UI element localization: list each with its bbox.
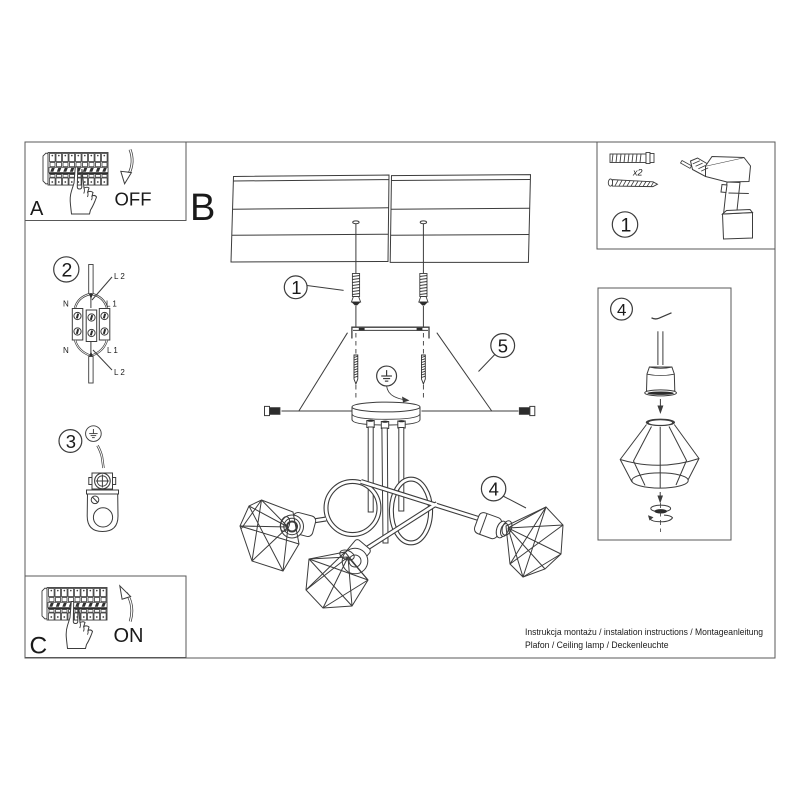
- svg-text:L 2: L 2: [114, 272, 125, 281]
- svg-text:OFF: OFF: [115, 189, 152, 210]
- svg-text:L 1: L 1: [106, 300, 117, 309]
- svg-text:2: 2: [62, 260, 73, 282]
- svg-text:ON: ON: [114, 625, 144, 647]
- svg-text:C: C: [30, 633, 48, 660]
- svg-text:4: 4: [489, 479, 499, 500]
- svg-text:N: N: [63, 346, 69, 355]
- svg-text:A: A: [30, 198, 44, 220]
- svg-text:3: 3: [66, 431, 76, 452]
- svg-text:B: B: [190, 187, 215, 229]
- svg-text:1: 1: [621, 215, 632, 237]
- svg-text:N: N: [63, 300, 69, 309]
- svg-text:Instrukcja montażu / instalati: Instrukcja montażu / instalation instruc…: [525, 627, 763, 637]
- svg-text:x2: x2: [632, 168, 643, 178]
- svg-text:4: 4: [617, 301, 626, 320]
- svg-text:Plafon / Ceiling lamp / Decken: Plafon / Ceiling lamp / Deckenleuchte: [525, 640, 669, 650]
- svg-text:L 2: L 2: [114, 368, 125, 377]
- svg-text:5: 5: [498, 335, 508, 356]
- svg-text:L 1: L 1: [107, 346, 118, 355]
- svg-text:1: 1: [291, 277, 301, 298]
